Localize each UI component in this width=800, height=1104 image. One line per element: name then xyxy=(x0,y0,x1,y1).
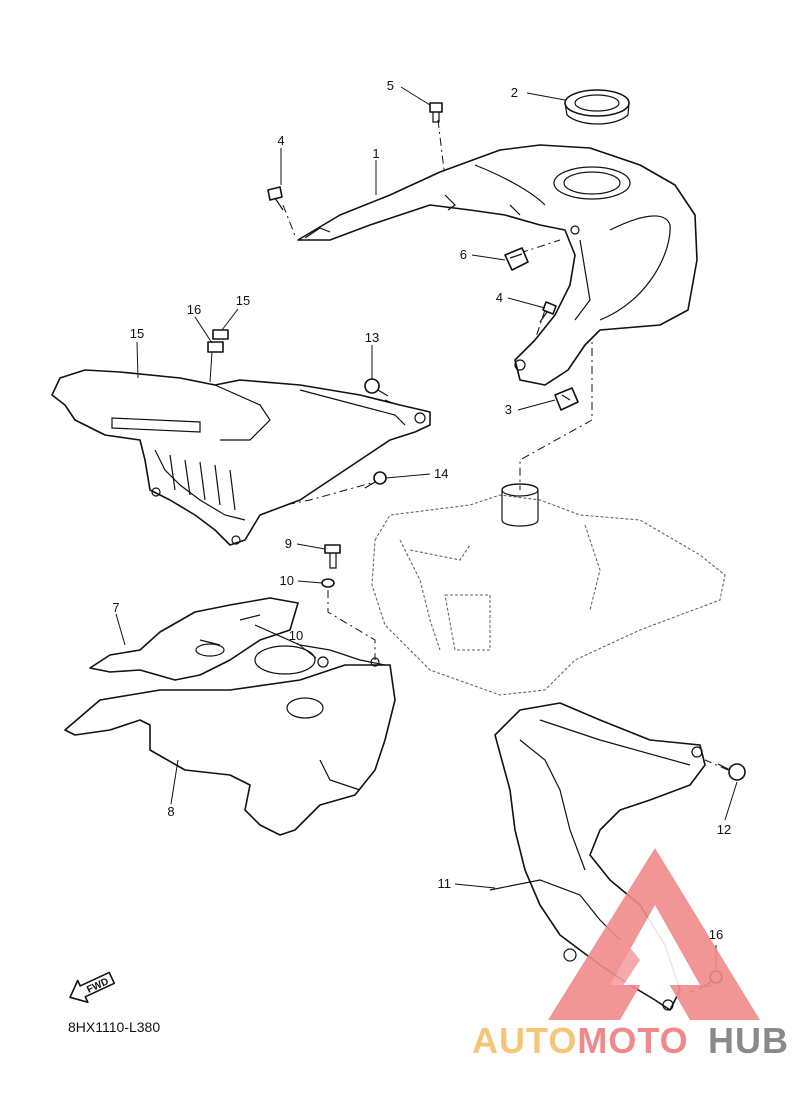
pad-part-13 xyxy=(212,329,229,340)
callout-4-upper: 4 xyxy=(277,133,284,148)
drawing-code: 8HX1110-L380 xyxy=(68,1019,160,1035)
washer-part-10-upper xyxy=(321,578,335,588)
fwd-label: FWD xyxy=(85,976,110,996)
watermark-automoto: AUTOMOTO xyxy=(472,1020,689,1061)
callout-15-lower: 12 xyxy=(717,822,731,837)
clip-part-6 xyxy=(504,247,529,271)
tank-top-cover-part-1 xyxy=(297,144,698,386)
bolt-part-15-lower xyxy=(717,763,746,781)
callout-12: 15 xyxy=(130,326,144,341)
watermark-logo xyxy=(548,848,760,1020)
callout-15-upper: 13 xyxy=(365,330,379,345)
cover-part-7 xyxy=(89,597,299,681)
callout-6: 6 xyxy=(460,247,467,262)
cover-part-8 xyxy=(64,624,396,836)
callout-4-lower: 4 xyxy=(496,290,503,305)
side-cover-part-12 xyxy=(51,369,431,546)
callout-11: 11 xyxy=(438,876,452,891)
bolt-part-16-upper xyxy=(364,471,387,489)
callout-3: 3 xyxy=(505,402,512,417)
nut-part-3 xyxy=(554,387,579,411)
callout-labels: 2 5 1 4 6 4 3 15 15 16 13 14 9 10 7 10 8… xyxy=(112,78,731,942)
bolt-part-9 xyxy=(324,544,341,569)
watermark-text: AUTOMOTO HUB xyxy=(472,1020,789,1061)
callout-16-upper: 14 xyxy=(434,466,448,481)
screw-part-5 xyxy=(429,102,443,123)
callout-9: 9 xyxy=(285,536,292,551)
callout-16-lower: 16 xyxy=(709,927,723,942)
callout-2: 2 xyxy=(511,85,518,100)
callout-10-lower: 10 xyxy=(289,628,303,643)
bolt-part-15-upper xyxy=(364,378,389,397)
callout-14: 16 xyxy=(187,302,201,317)
callout-7: 7 xyxy=(112,600,119,615)
callout-13: 15 xyxy=(236,293,250,308)
watermark-hub: HUB xyxy=(708,1020,789,1061)
grommet-part-2 xyxy=(564,89,630,125)
callout-10-upper: 10 xyxy=(280,573,294,588)
pad-part-14 xyxy=(207,341,224,353)
callout-5: 5 xyxy=(387,78,394,93)
fwd-arrow-icon: FWD xyxy=(69,971,116,1004)
leader-lines xyxy=(115,86,738,970)
callout-8: 8 xyxy=(167,804,174,819)
bolt-part-4-upper xyxy=(267,186,284,211)
callout-1: 1 xyxy=(372,146,379,161)
fuel-tank-outline xyxy=(371,483,726,696)
